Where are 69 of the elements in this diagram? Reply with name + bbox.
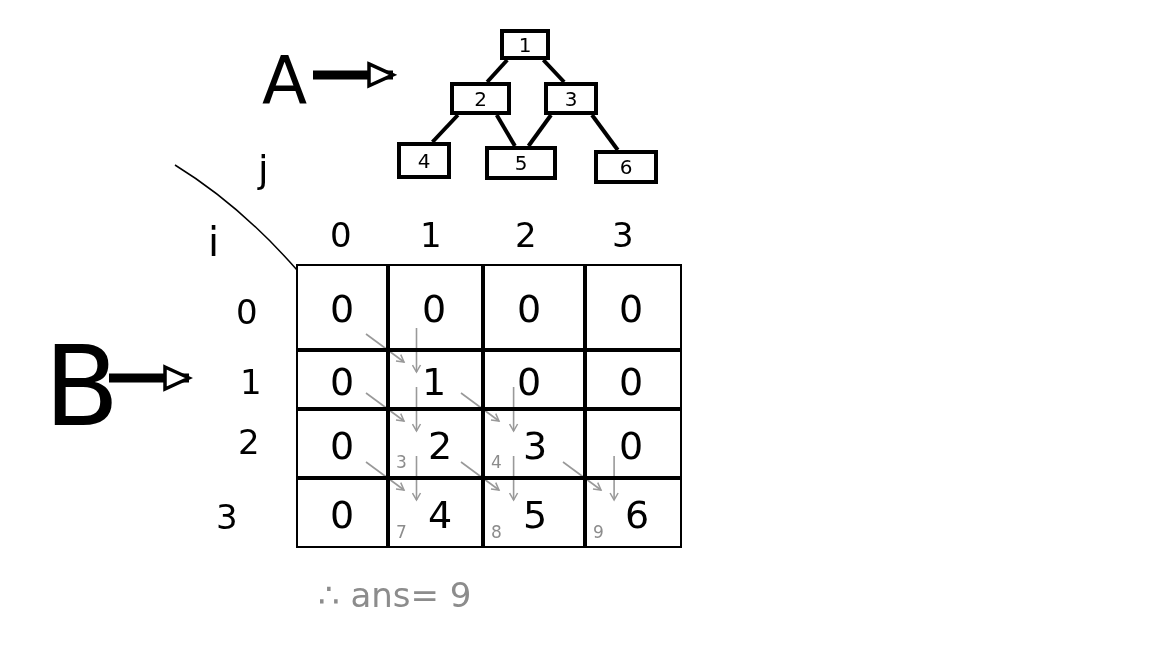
- table-cell: [585, 409, 682, 478]
- tree-line: [431, 113, 460, 144]
- tree-line: [494, 114, 517, 147]
- table-cell: [388, 478, 483, 548]
- table-cell: [388, 264, 483, 350]
- row-index: 3: [216, 500, 238, 534]
- tree-node: 2: [450, 82, 511, 115]
- table-cell: [483, 264, 585, 350]
- row-index: 0: [236, 295, 258, 329]
- tree-node: 6: [594, 150, 658, 184]
- table-cell: [585, 478, 682, 548]
- tree-line: [526, 113, 553, 148]
- tree-node: 3: [544, 82, 598, 115]
- cell-value: 0: [330, 362, 355, 401]
- tree-node: 5: [485, 146, 557, 180]
- arrow: [411, 455, 422, 501]
- tree-line: [590, 113, 620, 152]
- cell-value: 0: [619, 290, 644, 328]
- arrow: [609, 455, 619, 501]
- step-number: 8: [491, 524, 502, 541]
- table-cell: [585, 264, 682, 350]
- tree-line: [485, 58, 509, 84]
- table-cell: [585, 350, 682, 409]
- row-index: 1: [240, 365, 262, 399]
- cell-value: 0: [422, 290, 447, 328]
- cell-value: 6: [625, 496, 650, 534]
- arrow: [411, 386, 422, 432]
- cell-value: 0: [517, 290, 542, 328]
- cell-value: 4: [428, 496, 453, 534]
- cell-value: 0: [619, 362, 644, 401]
- table-cell: [296, 478, 388, 548]
- cell-value: 0: [330, 290, 355, 328]
- cell-value: 0: [517, 362, 542, 401]
- cell-value: 3: [523, 426, 548, 465]
- table-cell: [296, 350, 388, 409]
- cell-value: 5: [523, 496, 548, 534]
- table-cell: [296, 264, 388, 350]
- table-cell: [483, 350, 585, 409]
- axis-letter: j: [258, 150, 269, 188]
- table-cell: [483, 409, 585, 478]
- cell-value: 1: [422, 362, 447, 401]
- step-number: 3: [396, 454, 407, 471]
- tree-node: 1: [500, 29, 550, 60]
- cell-value: 0: [330, 426, 355, 465]
- arrow: [411, 327, 422, 373]
- column-index: 0: [330, 218, 352, 252]
- arrow: [508, 386, 519, 432]
- arrow: [508, 455, 519, 501]
- table-cell: [296, 409, 388, 478]
- block-arrow: [109, 365, 191, 391]
- step-number: 4: [491, 454, 502, 471]
- column-index: 1: [420, 218, 442, 252]
- cell-value: 0: [330, 496, 355, 534]
- tree-line: [541, 58, 566, 84]
- answer-note: ∴ ans= 9: [318, 578, 472, 612]
- tree-node: 4: [397, 142, 451, 179]
- row-index: 2: [238, 425, 260, 459]
- column-index: 3: [612, 218, 634, 252]
- letter-label: A: [262, 48, 312, 112]
- step-number: 9: [593, 524, 604, 541]
- table-cell: [388, 409, 483, 478]
- cell-value: 2: [428, 426, 453, 465]
- axis-letter: i: [208, 222, 220, 262]
- cell-value: 0: [619, 426, 644, 465]
- table-cell: [388, 350, 483, 409]
- block-arrow: [313, 62, 395, 88]
- table-cell: [483, 478, 585, 548]
- column-index: 2: [515, 218, 537, 252]
- step-number: 7: [396, 524, 407, 541]
